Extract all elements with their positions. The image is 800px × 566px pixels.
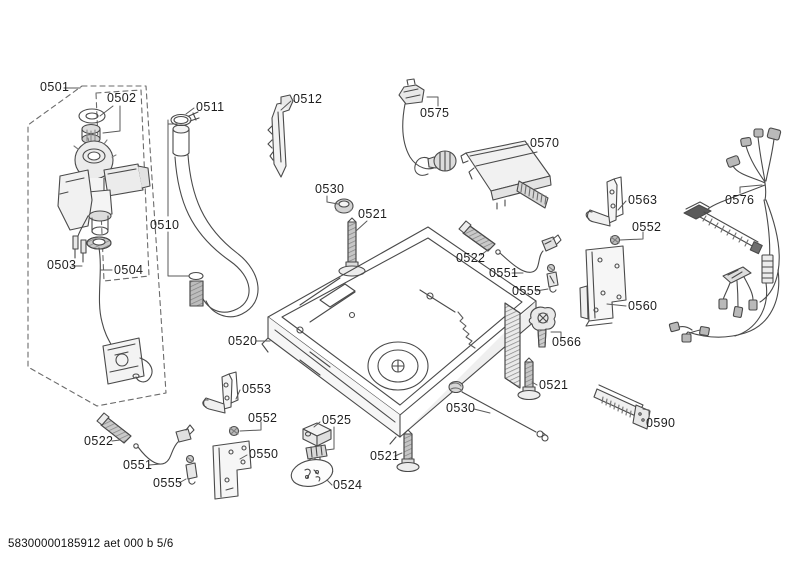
part-0511-hose-clamp [170, 111, 200, 127]
part-callout-0566-19: 0566 [552, 335, 582, 349]
part-0524-disc [290, 459, 334, 487]
part-callout-0555-28: 0555 [153, 476, 183, 490]
part-0553-bracket [202, 371, 239, 414]
part-0530-nut-top [334, 198, 354, 214]
part-callout-0522-26: 0522 [84, 434, 114, 448]
part-0520-base-assembly [261, 226, 537, 445]
part-callout-0552-24: 0552 [248, 411, 278, 425]
part-callout-0510-3: 0510 [150, 218, 180, 232]
part-0521-screw-right [517, 357, 541, 401]
part-0570-control-module [460, 140, 552, 210]
part-0503-connectors [72, 215, 89, 263]
part-callout-0570-10: 0570 [530, 136, 560, 150]
part-callout-0550-25: 0550 [249, 447, 279, 461]
part-callout-0530-21: 0530 [446, 401, 476, 415]
part-0566-valve [528, 306, 556, 348]
part-callout-0575-9: 0575 [420, 106, 450, 120]
part-0551-cable-right [495, 234, 562, 273]
doc-number: 58300000185912 aet 000 b 5/6 [8, 538, 174, 550]
part-callout-0521-8: 0521 [358, 207, 388, 221]
part-0521-screw-bottom [396, 429, 420, 473]
leader-lines [63, 87, 763, 486]
part-callout-0521-20: 0521 [539, 378, 569, 392]
dashed-boundary-0501 [27, 85, 167, 407]
part-callout-0590-22: 0590 [646, 416, 676, 430]
part-callout-0551-12: 0551 [489, 266, 519, 280]
part-callout-0576-17: 0576 [725, 193, 755, 207]
part-callout-0555-13: 0555 [512, 284, 542, 298]
part-0510-inlet-hose [172, 124, 259, 318]
part-0552-nut-right [609, 234, 621, 246]
part-callout-0553-23: 0553 [242, 382, 272, 396]
part-callout-0520-18: 0520 [228, 334, 258, 348]
part-0552-nut-left [228, 425, 240, 437]
part-callout-0560-16: 0560 [628, 299, 658, 313]
part-callout-0522-11: 0522 [456, 251, 486, 265]
part-0563-bracket [585, 176, 624, 227]
part-0525-clips [302, 422, 332, 463]
part-callout-0521-30: 0521 [370, 449, 400, 463]
part-callout-0530-7: 0530 [315, 182, 345, 196]
part-0530-rod-bottom [448, 380, 549, 442]
part-callout-0503-4: 0503 [47, 258, 77, 272]
part-0502-seal-filter [78, 108, 106, 145]
part-0501-aquastop-valve-assembly [57, 137, 151, 250]
part-0504-aquastop-plate [98, 247, 153, 385]
part-0575-sensor-cable [398, 78, 457, 176]
part-0512-bracket-rail [267, 94, 294, 178]
part-callout-0552-15: 0552 [632, 220, 662, 234]
part-0551-cable-left [133, 424, 195, 465]
part-0590-adjuster-rail [593, 384, 651, 430]
part-0555-fastener-left [185, 454, 198, 485]
part-callout-0501-0: 0501 [40, 80, 70, 94]
part-callout-0504-5: 0504 [114, 263, 144, 277]
part-callout-0502-1: 0502 [107, 91, 137, 105]
part-0550-bracket [212, 440, 252, 500]
part-callout-0525-29: 0525 [322, 413, 352, 427]
part-0521-screw-top [338, 217, 366, 277]
part-callout-0563-14: 0563 [628, 193, 658, 207]
part-0522-spring-right [458, 220, 496, 252]
part-callout-0524-31: 0524 [333, 478, 363, 492]
part-callout-0551-27: 0551 [123, 458, 153, 472]
part-callout-0512-6: 0512 [293, 92, 323, 106]
part-0560-bracket [579, 245, 627, 327]
part-0576-wiring-harness [668, 127, 782, 343]
part-callout-0511-2: 0511 [196, 100, 225, 114]
part-0555-fastener-right [546, 263, 559, 293]
part-0522-spring-left [96, 412, 132, 444]
